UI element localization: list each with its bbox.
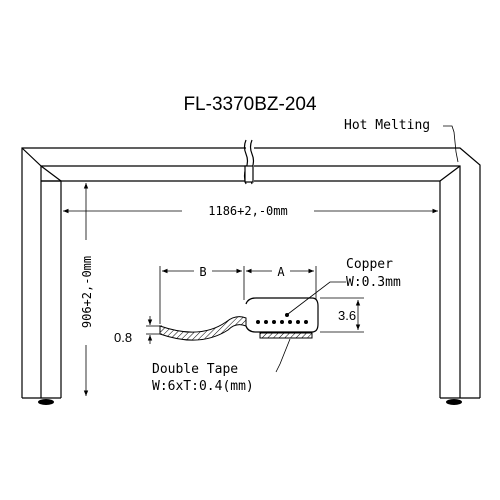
dim-a-label: A [277,265,285,279]
height-right-label: 3.6 [338,308,356,323]
height-dimension-label: 906+2,-0mm [80,256,94,328]
tape-spec-label: W:6xT:0.4(mm) [152,379,254,394]
double-tape-label: Double Tape [152,362,238,377]
left-end-cap [38,399,54,405]
hot-melting-label: Hot Melting [344,118,430,133]
copper-width-label: W:0.3mm [346,275,401,290]
hot-melting-leader [443,125,459,163]
gasket-frame [21,147,481,405]
width-dimension [60,200,441,216]
copper-label: Copper [346,257,393,272]
thickness-left-label: 0.8 [114,330,132,345]
drawing-title: FL-3370BZ-204 [183,94,317,115]
top-joint [243,139,255,185]
right-end-cap [446,399,462,405]
width-dimension-label: 1186+2,-0mm [208,204,287,218]
cross-section [146,266,364,373]
dim-b-label: B [199,265,206,279]
